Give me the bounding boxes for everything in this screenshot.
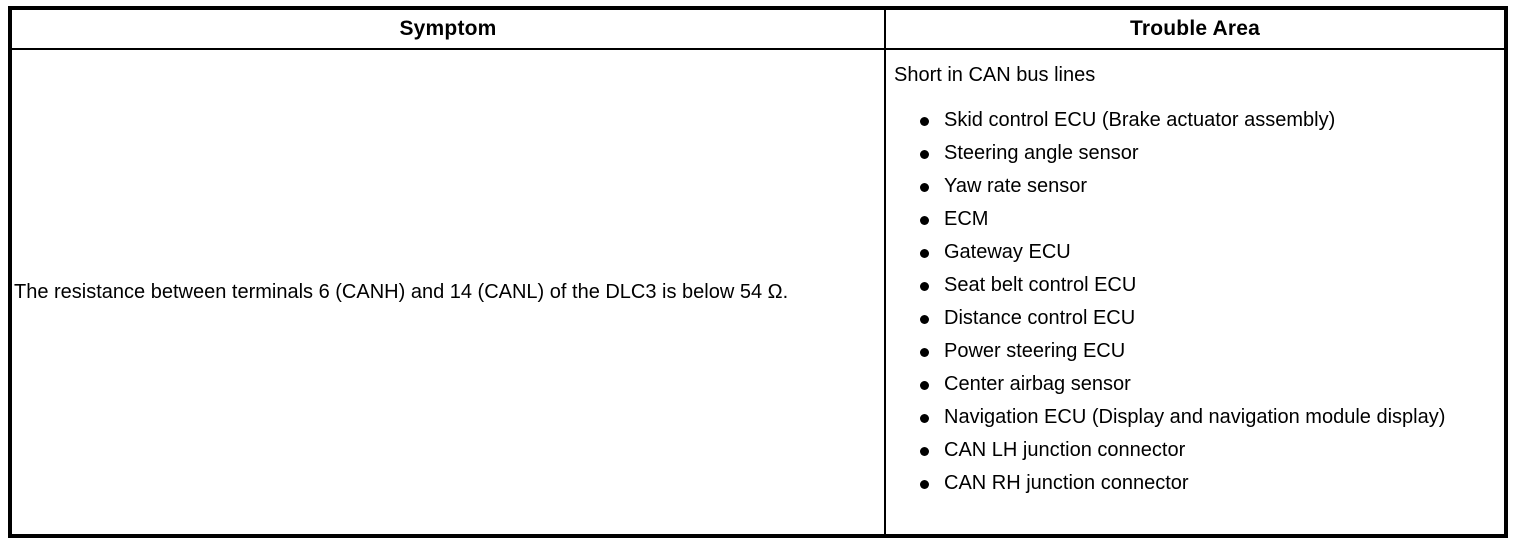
symptom-description: The resistance between terminals 6 (CANH… [14, 281, 789, 303]
column-header-trouble-area: Trouble Area [1130, 17, 1260, 40]
column-header-symptom: Symptom [12, 10, 886, 48]
bullet-icon [920, 315, 929, 324]
list-item: CAN RH junction connector [892, 467, 1494, 500]
symptom-trouble-area-table: Symptom Trouble Area The resistance betw… [8, 6, 1508, 538]
list-item: Gateway ECU [892, 236, 1494, 269]
list-item-label: Center airbag sensor [944, 373, 1131, 395]
list-item-label: ECM [944, 208, 989, 230]
list-item-label: CAN LH junction connector [944, 439, 1186, 461]
bullet-icon [920, 183, 929, 192]
bullet-icon [920, 216, 929, 225]
list-item: ECM [892, 203, 1494, 236]
list-item: CAN LH junction connector [892, 434, 1494, 467]
list-item-label: Navigation ECU (Display and navigation m… [944, 406, 1446, 428]
cell-symptom: The resistance between terminals 6 (CANH… [12, 50, 886, 534]
list-item: Skid control ECU (Brake actuator assembl… [892, 104, 1494, 137]
cell-trouble-area: Short in CAN bus lines Skid control ECU … [886, 50, 1504, 534]
list-item-label: Skid control ECU (Brake actuator assembl… [944, 109, 1336, 131]
bullet-icon [920, 447, 929, 456]
bullet-icon [920, 249, 929, 258]
table-header-row: Symptom Trouble Area [12, 10, 1504, 50]
list-item: Navigation ECU (Display and navigation m… [892, 401, 1494, 434]
list-item-label: Power steering ECU [944, 340, 1126, 362]
bullet-icon [920, 150, 929, 159]
bullet-icon [920, 480, 929, 489]
list-item-label: CAN RH junction connector [944, 472, 1189, 494]
list-item: Power steering ECU [892, 335, 1494, 368]
bullet-icon [920, 381, 929, 390]
list-item-label: Steering angle sensor [944, 142, 1139, 164]
list-item-label: Yaw rate sensor [944, 175, 1088, 197]
table-inner: Symptom Trouble Area The resistance betw… [12, 10, 1504, 534]
list-item-label: Distance control ECU [944, 307, 1136, 329]
table-body-row: The resistance between terminals 6 (CANH… [12, 50, 1504, 534]
bullet-icon [920, 348, 929, 357]
list-item: Center airbag sensor [892, 368, 1494, 401]
list-item-label: Seat belt control ECU [944, 274, 1137, 296]
trouble-area-heading: Short in CAN bus lines [894, 64, 1096, 86]
list-item: Seat belt control ECU [892, 269, 1494, 302]
trouble-area-list: Skid control ECU (Brake actuator assembl… [892, 104, 1494, 500]
bullet-icon [920, 414, 929, 423]
list-item: Steering angle sensor [892, 137, 1494, 170]
list-item-label: Gateway ECU [944, 241, 1071, 263]
list-item: Yaw rate sensor [892, 170, 1494, 203]
list-item: Distance control ECU [892, 302, 1494, 335]
bullet-icon [920, 282, 929, 291]
bullet-icon [920, 117, 929, 126]
